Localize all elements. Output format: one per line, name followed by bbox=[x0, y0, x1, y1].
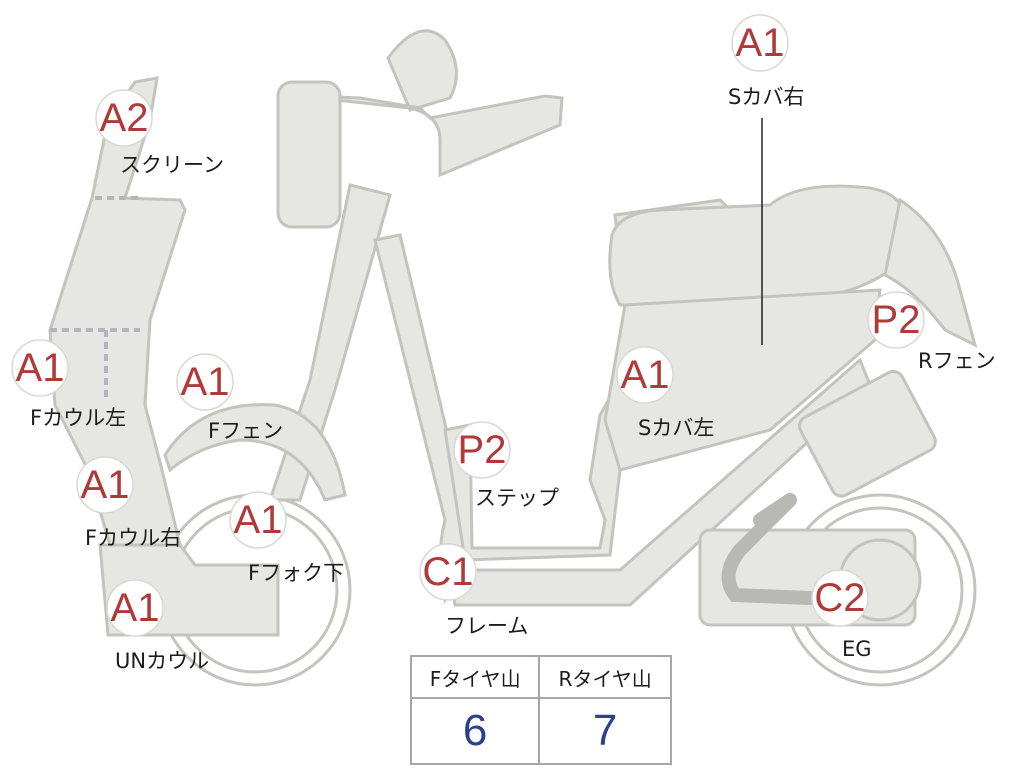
part-badge-un-cowl: A1 bbox=[106, 579, 164, 637]
part-badge-r-fender: P2 bbox=[867, 291, 925, 349]
part-grade: A1 bbox=[16, 346, 65, 390]
side-cover-shape bbox=[603, 288, 882, 472]
part-grade: A1 bbox=[81, 463, 130, 507]
headlight-shape bbox=[386, 29, 458, 112]
part-grade: C1 bbox=[422, 550, 473, 594]
rear-tire-tread-value: 7 bbox=[538, 697, 672, 765]
part-grade: C2 bbox=[814, 576, 865, 620]
part-badge-f-cowl-right: A1 bbox=[76, 456, 134, 514]
front-fender-shape bbox=[163, 403, 347, 502]
part-label-f-cowl-left: Fカウル左 bbox=[30, 406, 126, 430]
tire-tread-value-row: 6 7 bbox=[409, 697, 672, 765]
tire-tread-table: Fタイヤ山 Rタイヤ山 6 7 bbox=[409, 655, 672, 765]
part-badge-frame: C1 bbox=[419, 543, 477, 601]
handle-grip bbox=[276, 80, 342, 229]
part-label-f-fender: Fフェン bbox=[208, 419, 283, 443]
part-grade: A1 bbox=[736, 21, 785, 65]
part-badge-screen: A2 bbox=[95, 89, 153, 147]
handlebar-shape bbox=[289, 93, 564, 178]
part-badge-f-cowl-left: A1 bbox=[11, 339, 69, 397]
part-grade: P2 bbox=[458, 428, 507, 472]
part-badge-f-fork-lower: A1 bbox=[229, 491, 287, 549]
part-badge-s-cover-right: A1 bbox=[731, 14, 789, 72]
part-label-un-cowl: UNカウル bbox=[115, 649, 209, 673]
exhaust-pipe bbox=[721, 493, 817, 605]
part-label-s-cover-left: Sカバ左 bbox=[638, 416, 714, 440]
part-badge-s-cover-left: A1 bbox=[616, 346, 674, 404]
shock-absorber bbox=[798, 369, 937, 498]
part-label-s-cover-right: Sカバ右 bbox=[728, 85, 804, 109]
seat-shape bbox=[608, 184, 908, 307]
front-tire-tread-value: 6 bbox=[409, 697, 541, 765]
rear-tire-tread-header: Rタイヤ山 bbox=[538, 655, 672, 699]
part-badge-step: P2 bbox=[453, 421, 511, 479]
part-badge-engine: C2 bbox=[811, 569, 869, 627]
part-grade: A1 bbox=[111, 586, 160, 630]
part-label-screen: スクリーン bbox=[120, 153, 224, 177]
part-label-frame: フレーム bbox=[445, 614, 528, 638]
part-label-f-fork-lower: Fフォク下 bbox=[248, 561, 344, 585]
part-grade: A1 bbox=[181, 360, 230, 404]
front-tire-tread-header: Fタイヤ山 bbox=[409, 655, 541, 699]
rear-fender-shape bbox=[883, 197, 978, 348]
part-label-step: ステップ bbox=[475, 486, 559, 510]
part-badge-f-fender: A1 bbox=[176, 353, 234, 411]
tire-tread-header-row: Fタイヤ山 Rタイヤ山 bbox=[409, 655, 672, 699]
part-label-r-fender: Rフェン bbox=[918, 349, 996, 373]
part-grade: P2 bbox=[872, 298, 921, 342]
part-grade: A2 bbox=[100, 96, 149, 140]
part-grade: A1 bbox=[621, 353, 670, 397]
part-grade: A1 bbox=[234, 498, 283, 542]
part-label-f-cowl-right: Fカウル右 bbox=[85, 526, 181, 550]
part-label-engine: EG bbox=[842, 637, 872, 661]
